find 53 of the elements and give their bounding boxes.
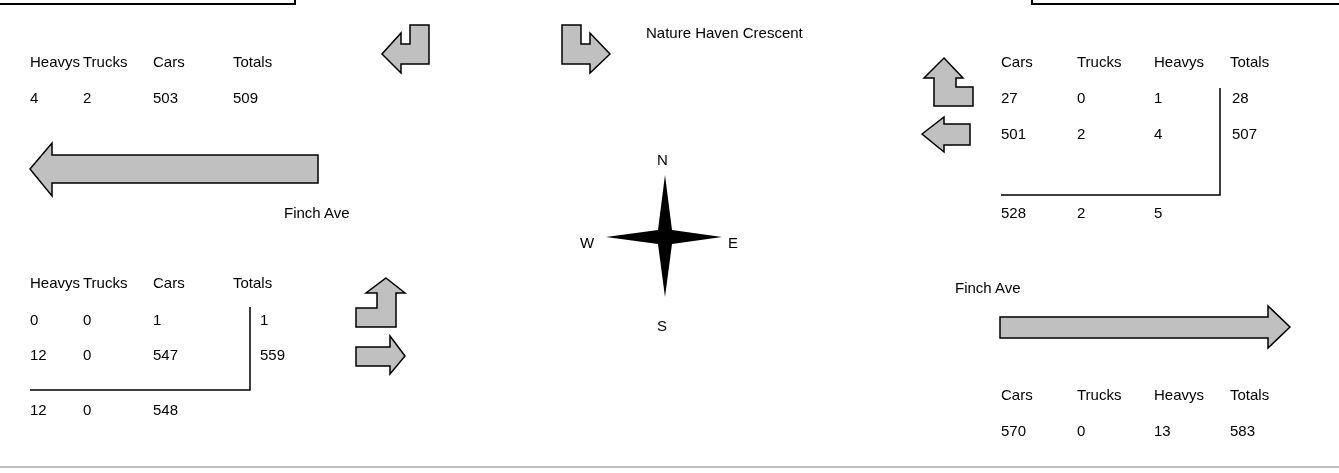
column-header: Totals (233, 53, 273, 71)
column-header: Cars (1001, 386, 1033, 404)
table-cell: 12 (30, 401, 47, 419)
table-cell: 13 (1154, 422, 1171, 440)
table-cell: 28 (1232, 89, 1249, 107)
table-cell: 0 (1077, 89, 1086, 107)
column-header: Trucks (83, 274, 128, 292)
column-header: Totals (233, 274, 273, 292)
street-name: Finch Ave (284, 204, 350, 222)
column-header: Totals (1230, 53, 1270, 71)
table-cell: 570 (1001, 422, 1027, 440)
table-cell: 0 (1077, 422, 1086, 440)
table-cell: 501 (1001, 125, 1027, 143)
compass-letter: S (657, 317, 667, 335)
column-header: Heavys (1154, 386, 1205, 404)
table-cell: 4 (1154, 125, 1163, 143)
table-cell: 4 (30, 89, 39, 107)
compass-letter: W (580, 234, 595, 252)
table-cell: 2 (1077, 125, 1086, 143)
compass-letter: N (657, 151, 668, 169)
table-cell: 509 (233, 89, 259, 107)
column-header: Trucks (83, 53, 128, 71)
street-name: Nature Haven Crescent (646, 24, 803, 42)
table-cell: 27 (1001, 89, 1018, 107)
column-header: Cars (153, 53, 185, 71)
table-cell: 0 (83, 311, 92, 329)
table-cell: 5 (1154, 204, 1163, 222)
street-name: Finch Ave (955, 279, 1021, 297)
table-cell: 583 (1230, 422, 1256, 440)
table-cell: 1 (153, 311, 162, 329)
column-header: Trucks (1077, 386, 1122, 404)
table-cell: 12 (30, 346, 47, 364)
column-header: Cars (153, 274, 185, 292)
table-cell: 528 (1001, 204, 1027, 222)
table-cell: 507 (1232, 125, 1258, 143)
column-header: Trucks (1077, 53, 1122, 71)
table-cell: 1 (1154, 89, 1163, 107)
column-header: Heavys (30, 274, 81, 292)
table-cell: 2 (83, 89, 92, 107)
column-header: Heavys (1154, 53, 1205, 71)
table-cell: 503 (153, 89, 179, 107)
table-cell: 2 (1077, 204, 1086, 222)
compass-letter: E (728, 234, 738, 252)
table-cell: 559 (260, 346, 286, 364)
table-cell: 548 (153, 401, 179, 419)
table-cell: 547 (153, 346, 179, 364)
column-header: Heavys (30, 53, 81, 71)
table-cell: 0 (30, 311, 39, 329)
column-header: Cars (1001, 53, 1033, 71)
column-header: Totals (1230, 386, 1270, 404)
table-cell: 0 (83, 346, 92, 364)
table-cell: 0 (83, 401, 92, 419)
table-cell: 1 (260, 311, 269, 329)
